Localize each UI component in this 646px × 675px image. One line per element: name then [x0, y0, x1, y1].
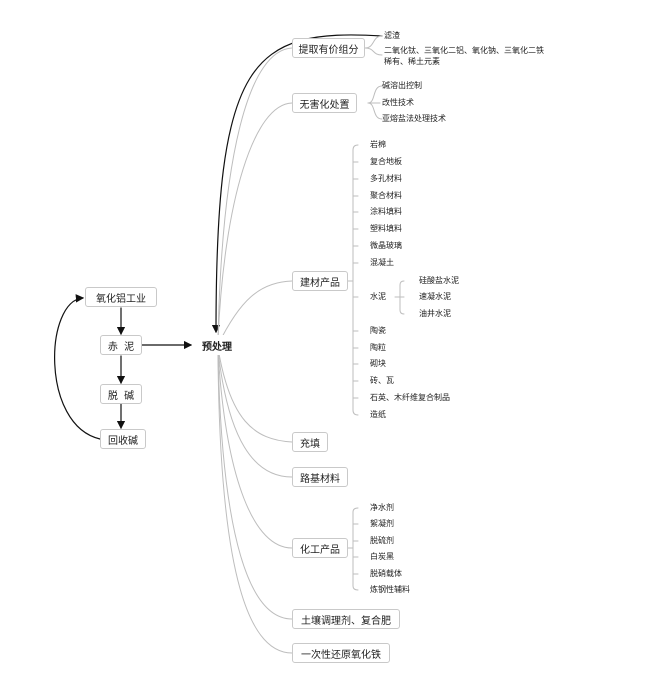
leaf-block: 砌块	[370, 359, 386, 368]
leaf-alkali-leaching-control: 碱溶出控制	[382, 81, 422, 90]
node-extract-valuables[interactable]: 提取有价组分	[292, 38, 365, 58]
leaf-porous-material: 多孔材料	[370, 174, 402, 183]
node-dealkali[interactable]: 脱 碱	[100, 384, 142, 404]
leaf-quick-setting-cement: 速凝水泥	[419, 292, 451, 301]
node-building-products[interactable]: 建材产品	[292, 271, 348, 291]
leaf-composite-floor: 复合地板	[370, 157, 402, 166]
leaf-plastic-filler: 塑料填料	[370, 224, 402, 233]
leaf-water-purifier: 净水剂	[370, 503, 394, 512]
leaf-white-carbon-black: 白炭黑	[370, 552, 394, 561]
node-roadbed-material[interactable]: 路基材料	[292, 467, 348, 487]
leaf-silicate-cement: 硅酸盐水泥	[419, 276, 459, 285]
leaf-flocculant: 絮凝剂	[370, 519, 394, 528]
leaf-coating-filler: 涂料填料	[370, 207, 402, 216]
leaf-modification-tech: 改性技术	[382, 98, 414, 107]
node-pretreatment[interactable]: 预处理	[193, 335, 241, 355]
leaf-denitration-carrier: 脱硝载体	[370, 569, 402, 578]
node-reduced-iron-oxide[interactable]: 一次性还原氧化铁	[292, 643, 390, 663]
leaf-ceramics: 陶瓷	[370, 326, 386, 335]
leaf-brick-tile: 砖、瓦	[370, 376, 394, 385]
leaf-ceramsite: 陶粒	[370, 343, 386, 352]
leaf-rare-earth: 稀有、稀土元素	[384, 57, 440, 66]
arrow-recycle-to-industry	[54, 294, 101, 440]
node-filling[interactable]: 充填	[292, 432, 328, 452]
leaf-rock-wool: 岩棉	[370, 140, 386, 149]
node-soil-conditioner[interactable]: 土壤调理剂、复合肥	[292, 609, 400, 629]
node-harmless-disposal[interactable]: 无害化处置	[292, 93, 357, 113]
node-alumina-industry[interactable]: 氧化铝工业	[85, 287, 157, 307]
leaf-desulfurizer: 脱硫剂	[370, 536, 394, 545]
leaf-quartz-fiber-composite: 石英、木纤维复合制品	[370, 393, 450, 402]
leaf-cement: 水泥	[370, 292, 386, 301]
leaf-sub-molten-salt-tech: 亚熔盐法处理技术	[382, 114, 446, 123]
leaf-concrete: 混凝土	[370, 258, 394, 267]
leaf-oxides: 二氧化钛、三氧化二铝、氧化钠、三氧化二铁	[384, 46, 544, 55]
leaf-papermaking: 造纸	[370, 410, 386, 419]
leaf-filter-residue: 滤渣	[384, 31, 400, 40]
node-red-mud[interactable]: 赤 泥	[100, 335, 142, 355]
node-chemical-products[interactable]: 化工产品	[292, 538, 348, 558]
leaf-polymer-material: 聚合材料	[370, 191, 402, 200]
leaf-steelmaking-flux: 炼钢性辅料	[370, 585, 410, 594]
node-recycle-alkali[interactable]: 回收碱	[100, 429, 146, 449]
arrow-slag-to-root	[211, 34, 383, 334]
leaf-oil-well-cement: 油井水泥	[419, 309, 451, 318]
leaf-glass-ceramic: 微晶玻璃	[370, 241, 402, 250]
